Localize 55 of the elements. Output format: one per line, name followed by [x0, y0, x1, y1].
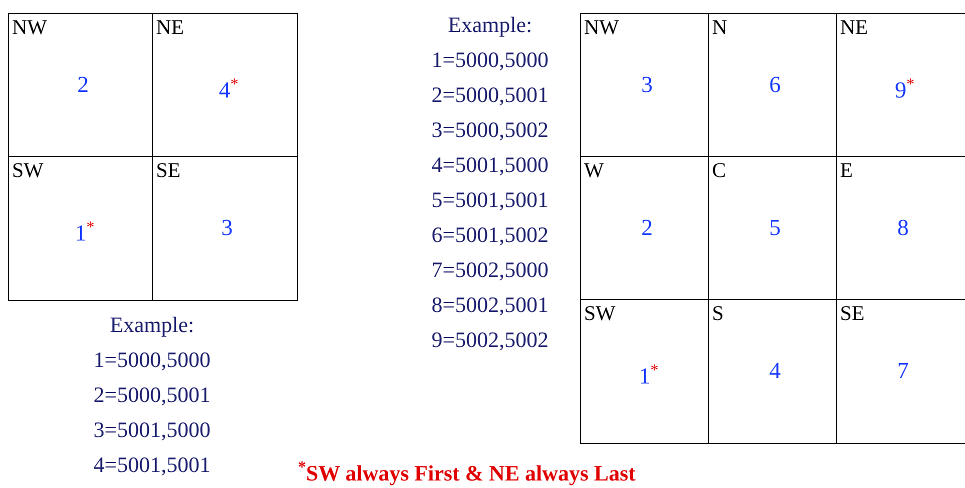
grid-cell: [836, 13, 965, 158]
mapping-text: 7=5002,5000: [432, 257, 548, 283]
mapping-text: 5=5001,5001: [432, 187, 548, 213]
cell-number: 5: [769, 215, 781, 241]
corner-label: NE: [156, 15, 184, 39]
grid-cell: [580, 13, 710, 158]
footnote: $^{*}$SW always First & NE always Last: [298, 458, 636, 486]
corner-label: N: [712, 15, 728, 39]
cell-number: 2: [641, 215, 653, 241]
corner-label: SE: [840, 301, 865, 325]
corner-label: NW: [584, 15, 619, 39]
corner-label: SW: [584, 301, 616, 325]
corner-label: SE: [156, 158, 181, 182]
corner-label: NW: [12, 15, 47, 39]
grid-cell: [580, 156, 710, 300]
cell-number: 4$^{*}$: [218, 75, 238, 104]
cell-number: 2: [77, 72, 89, 98]
cell-number: 8: [897, 215, 909, 241]
example-heading: Example:: [110, 312, 194, 338]
grid-cell: [8, 13, 154, 158]
corner-label: SW: [12, 158, 44, 182]
mapping-text: 2=5000,5001: [94, 382, 210, 408]
grid-cell: [836, 299, 965, 444]
grid-cell: [708, 156, 838, 300]
cell-number: 7: [897, 358, 909, 384]
mapping-text: 6=5001,5002: [432, 222, 548, 248]
corner-label: E: [840, 158, 853, 182]
grid-cell: [152, 13, 298, 158]
cell-number: 1$^{*}$: [74, 218, 94, 247]
cell-number: 1$^{*}$: [638, 361, 658, 390]
mapping-text: 4=5001,5001: [94, 452, 210, 478]
cell-number: 3: [221, 215, 233, 241]
cell-number: 4: [769, 358, 781, 384]
corner-label: NE: [840, 15, 868, 39]
example-heading: Example:: [448, 12, 532, 38]
grid-cell: [708, 13, 838, 158]
mapping-text: 9=5002,5002: [432, 327, 548, 353]
mapping-text: 2=5000,5001: [432, 82, 548, 108]
corner-label: C: [712, 158, 726, 182]
cell-number: 9$^{*}$: [894, 75, 914, 104]
grid-cell: [152, 156, 298, 300]
cell-number: 3: [641, 72, 653, 98]
mapping-text: 8=5002,5001: [432, 292, 548, 318]
grid-cell: [8, 156, 154, 300]
mapping-text: 3=5001,5000: [94, 417, 210, 443]
grid-cell: [836, 156, 965, 300]
corner-label: W: [584, 158, 604, 182]
grid-cell: [708, 299, 838, 444]
grid-cell: [580, 299, 710, 444]
mapping-text: 1=5000,5000: [94, 347, 210, 373]
corner-label: S: [712, 301, 724, 325]
mapping-text: 1=5000,5000: [432, 47, 548, 73]
mapping-text: 3=5000,5002: [432, 117, 548, 143]
mapping-text: 4=5001,5000: [432, 152, 548, 178]
cell-number: 6: [769, 72, 781, 98]
